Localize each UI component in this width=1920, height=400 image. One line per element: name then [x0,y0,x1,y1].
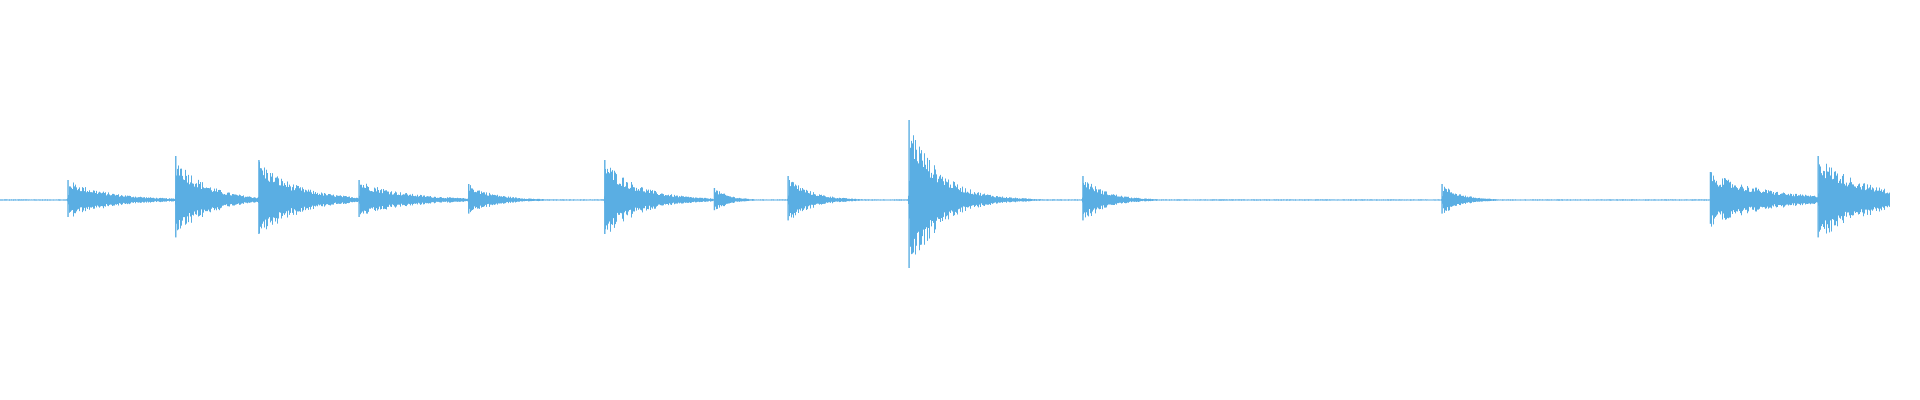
waveform-signal [0,135,1890,255]
